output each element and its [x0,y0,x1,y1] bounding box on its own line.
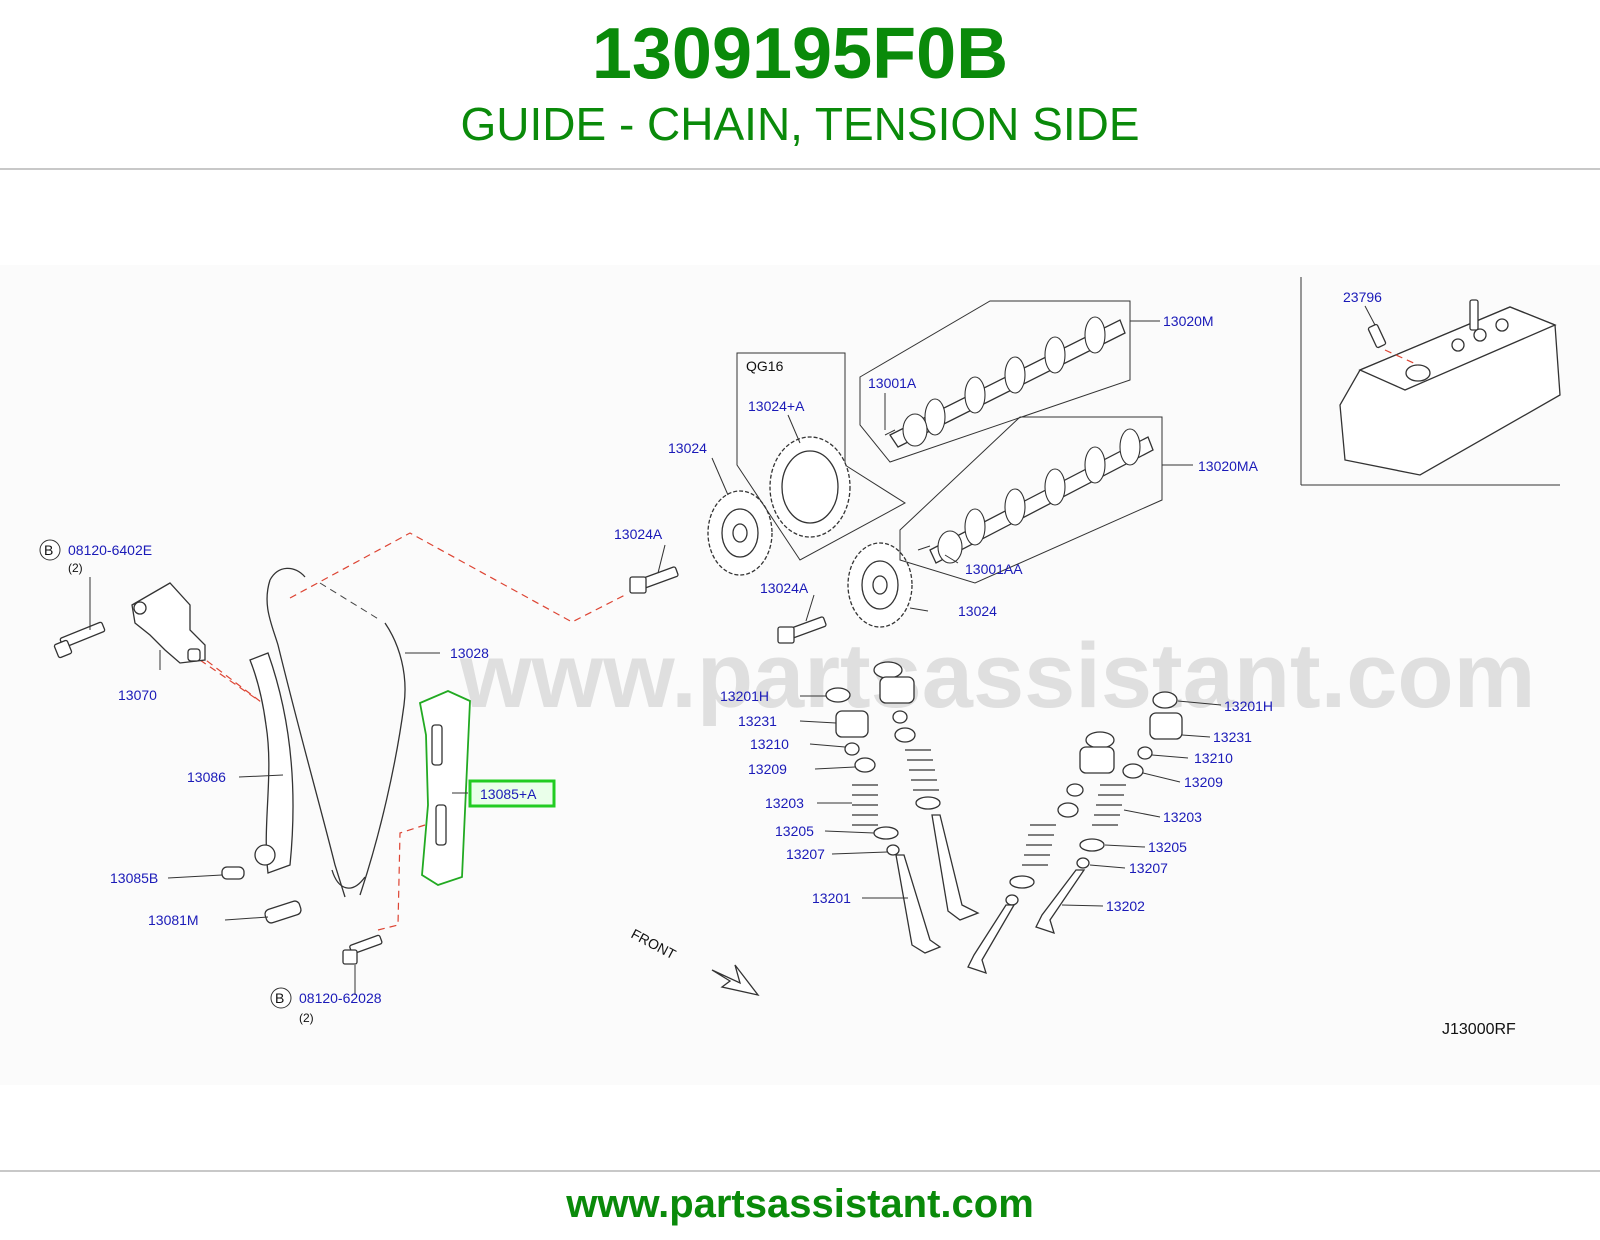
footer-url[interactable]: www.partsassistant.com [566,1182,1034,1226]
callout-13020ma[interactable]: 13020MA [1198,458,1259,474]
valve-train-left [825,687,942,954]
callout-13209-left[interactable]: 13209 [748,761,787,777]
callout-13024-upper[interactable]: 13024 [668,440,707,456]
chain-guide-13086 [249,652,294,874]
callout-13024a-lower[interactable]: 13024A [760,580,809,596]
valve-train-right [1035,691,1183,935]
bolt-13024a-lower [777,616,827,644]
callout-13070[interactable]: 13070 [118,687,157,703]
bolt-08120-62028 [342,934,383,965]
sprocket-13024-lower [847,542,913,628]
bolt-08120-6402e [53,621,106,659]
callout-13001aa[interactable]: 13001AA [965,561,1023,577]
footer-divider [0,1170,1600,1172]
leader-lines [89,305,1376,995]
callout-labels: B 08120-6402E (2) 13070 13028 13086 1308… [39,289,1516,1038]
callout-23796[interactable]: 23796 [1343,289,1382,305]
part-number-title: 1309195F0B [591,14,1009,94]
bolt-13024a-upper [629,566,679,594]
bolt-symbol-circle-2 [270,987,292,1009]
callout-13201h-left[interactable]: 13201H [720,688,769,704]
phantom-lines [139,532,626,931]
callout-13205-left[interactable]: 13205 [775,823,814,839]
part-name-subtitle: GUIDE - CHAIN, TENSION SIDE [460,98,1140,150]
callout-13209-right[interactable]: 13209 [1184,774,1223,790]
header-divider [0,168,1600,170]
header: 1309195F0B GUIDE - CHAIN, TENSION SIDE [0,0,1600,170]
bolt-symbol: B [44,542,53,558]
callout-13203-right[interactable]: 13203 [1163,809,1202,825]
watermark-text: www.partsassistant.com [459,625,1535,727]
callout-13207-right[interactable]: 13207 [1129,860,1168,876]
qg16-variant-box [736,352,906,561]
parts-diagram: www.partsassistant.com [0,265,1600,1085]
bolt-symbol-2: B [275,990,284,1006]
valve-train-right-inner [967,731,1115,975]
callout-13028[interactable]: 13028 [450,645,489,661]
qg16-label: QG16 [746,358,784,374]
callout-13210-right[interactable]: 13210 [1194,750,1233,766]
callout-08120-6402e-qty: (2) [68,561,83,575]
callout-13085b[interactable]: 13085B [110,870,158,886]
callout-08120-62028-qty: (2) [299,1011,314,1025]
callout-13231-right[interactable]: 13231 [1213,729,1252,745]
bolt-symbol-circle [39,539,61,561]
callout-13201h-right[interactable]: 13201H [1224,698,1273,714]
callout-13207-left[interactable]: 13207 [786,846,825,862]
callout-13210-left[interactable]: 13210 [750,736,789,752]
drawing-code: J13000RF [1442,1021,1516,1038]
callout-13081m[interactable]: 13081M [148,912,199,928]
callout-13020m[interactable]: 13020M [1163,313,1214,329]
highlight-box [468,779,556,808]
callout-13205-right[interactable]: 13205 [1148,839,1187,855]
pin-13085b [221,866,245,880]
camshaft-13020ma [899,416,1163,584]
camshaft-13020m [859,300,1131,463]
front-arrow [711,964,760,997]
callout-13201[interactable]: 13201 [812,890,851,906]
callout-13024plusa[interactable]: 13024+A [748,398,805,414]
callout-13024-lower[interactable]: 13024 [958,603,997,619]
callout-08120-6402e[interactable]: 08120-6402E [68,542,152,558]
tensioner-13070 [131,582,206,664]
chain-tensioner-13081m [264,900,302,924]
chain-guide-13085a [418,690,471,886]
callout-13231-left[interactable]: 13231 [738,713,777,729]
callout-13203-left[interactable]: 13203 [765,795,804,811]
valve-train-center [873,661,980,921]
callout-13001a[interactable]: 13001A [868,375,917,391]
callout-08120-62028[interactable]: 08120-62028 [299,990,382,1006]
front-label: FRONT [629,926,679,963]
callout-13086[interactable]: 13086 [187,769,226,785]
callout-13085a-highlighted[interactable]: 13085+A [480,786,537,802]
timing-chain-13028 [266,567,406,898]
sprocket-13024-upper [707,490,773,576]
parts-diagram-svg: www.partsassistant.com [39,277,1561,1038]
engine-inset [1300,277,1561,486]
callout-13202[interactable]: 13202 [1106,898,1145,914]
callout-13024a-upper[interactable]: 13024A [614,526,663,542]
